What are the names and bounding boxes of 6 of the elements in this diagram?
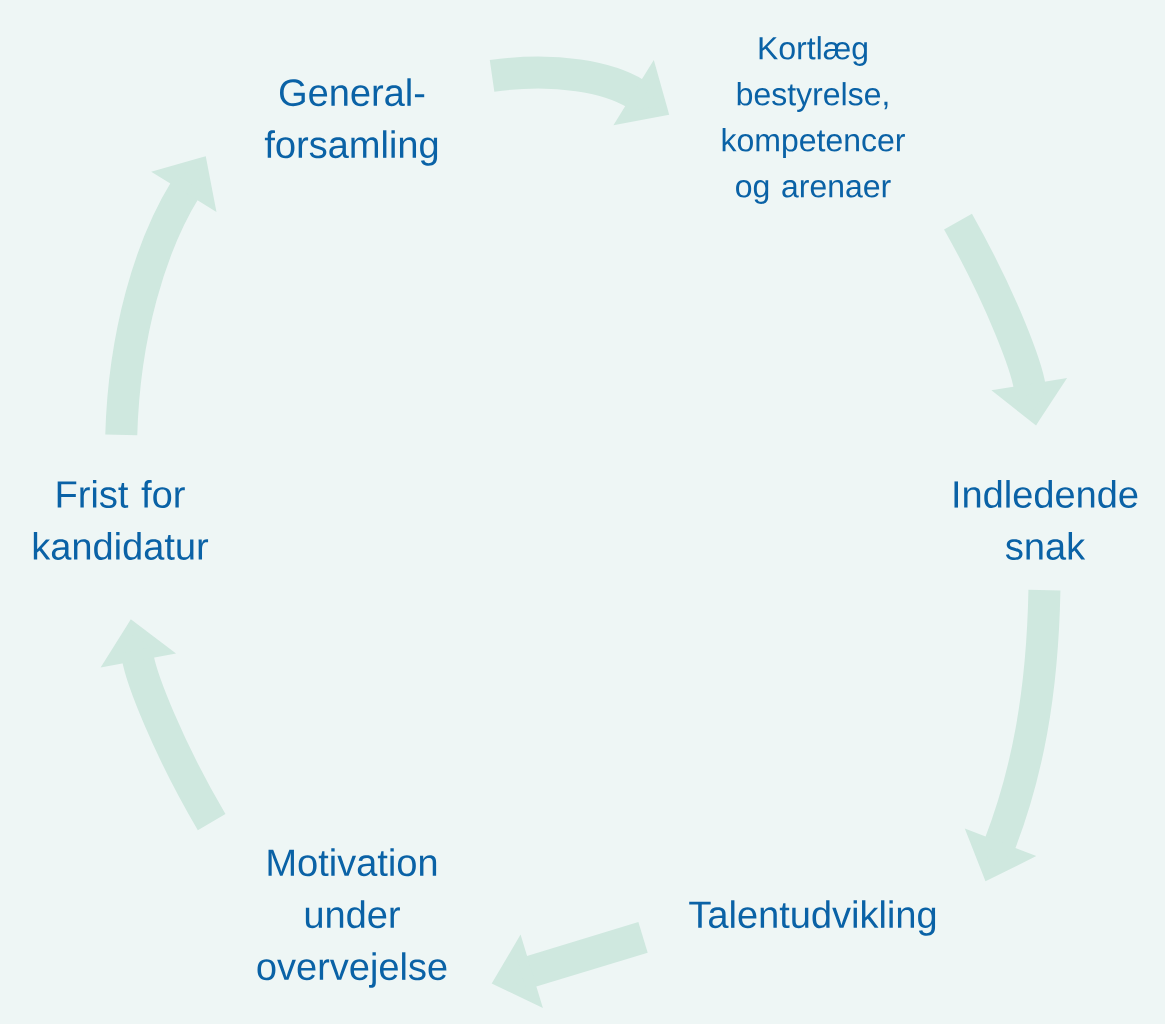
step-label: Kortlæg bestyrelse, kompetencer og arenaer xyxy=(722,36,905,204)
step-label: Talentudvikling xyxy=(689,900,936,936)
step-label: Indledende snak xyxy=(954,480,1138,560)
step-label: Motivation under overvejelse xyxy=(257,848,447,988)
step-label: Frist for kandidatur xyxy=(33,480,209,560)
step-label: General-forsamling xyxy=(264,78,438,166)
